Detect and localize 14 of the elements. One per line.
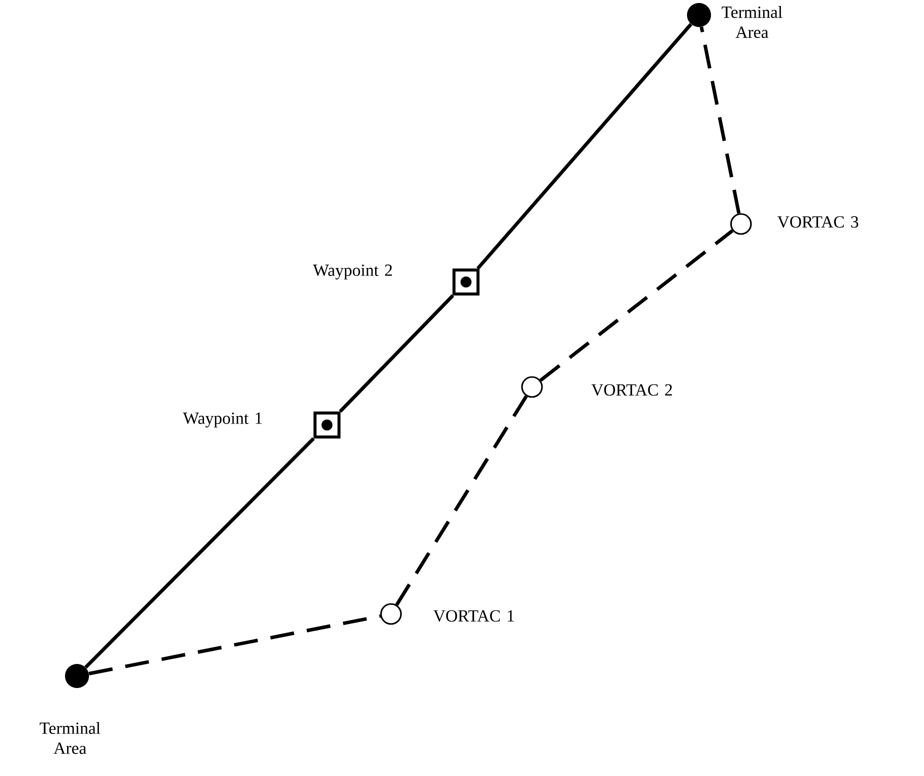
dashed-route-line xyxy=(700,26,741,214)
node-label: Terminal Area xyxy=(722,6,782,38)
node-label: Terminal Area xyxy=(40,722,100,754)
node-label: Waypoint 2 xyxy=(312,264,392,280)
route-line xyxy=(476,23,692,270)
node-label: VORTAC 2 xyxy=(591,384,672,396)
node-label: VORTAC 1 xyxy=(433,610,514,622)
dashed-route-line xyxy=(395,395,528,606)
route-line xyxy=(84,437,315,669)
node-label: Waypoint 1 xyxy=(182,412,262,428)
route-line xyxy=(338,294,454,413)
node-label: VORTAC 3 xyxy=(777,216,858,228)
dashed-route-line xyxy=(88,614,381,676)
dashed-route-line xyxy=(539,229,734,382)
